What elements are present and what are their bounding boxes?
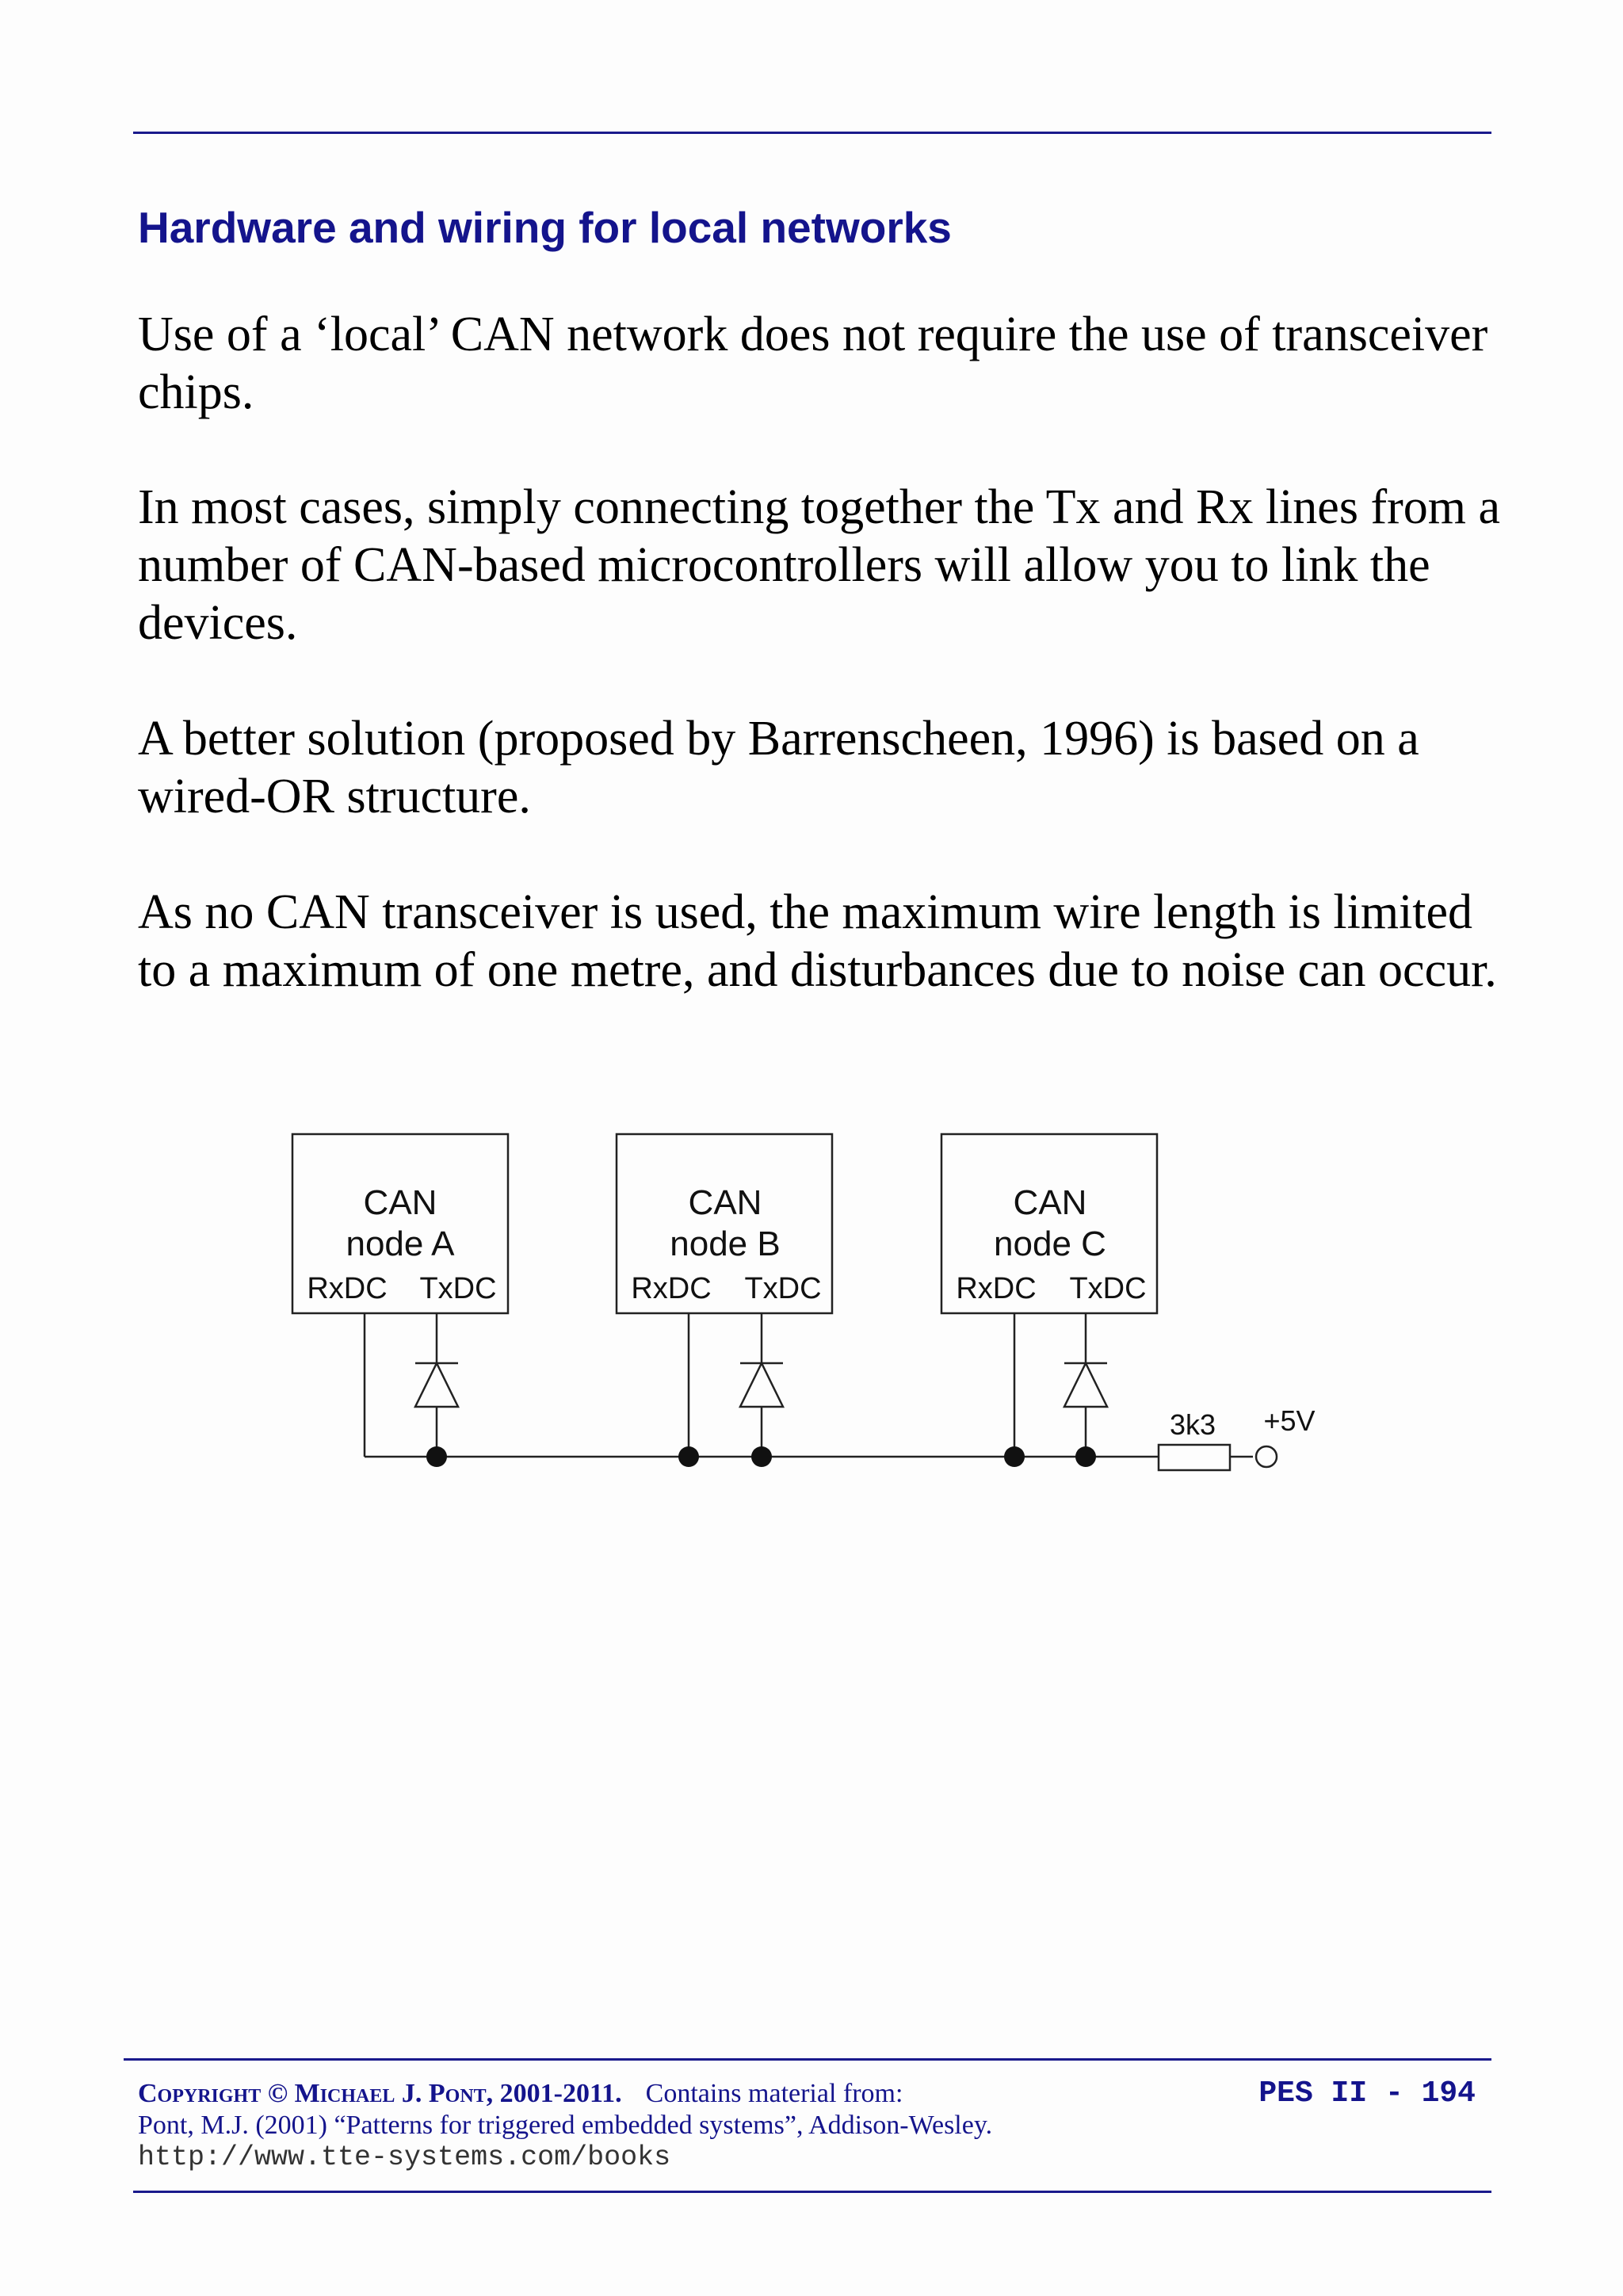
footer-url: http://www.tte-systems.com/books xyxy=(138,2141,671,2173)
header-rule xyxy=(133,132,1491,134)
node-a-title: CAN xyxy=(364,1183,437,1222)
diode-a-icon xyxy=(413,1361,460,1408)
resistor-label: 3k3 xyxy=(1170,1408,1216,1441)
paragraph-2: In most cases, simply connecting togethe… xyxy=(138,480,1500,650)
footer-citation: Pont, M.J. (2001) “Patterns for triggere… xyxy=(138,2111,993,2140)
supply-label: +5V xyxy=(1263,1404,1315,1437)
diode-c-icon xyxy=(1062,1361,1109,1408)
supply-terminal-icon xyxy=(1254,1445,1278,1469)
junction-dots xyxy=(426,1446,1096,1467)
node-b-rx-label: RxDC xyxy=(631,1272,711,1305)
resistor-icon xyxy=(1157,1443,1232,1472)
page-number: PES II - 194 xyxy=(1258,2076,1476,2111)
node-c-box xyxy=(940,1133,1159,1315)
node-c-tx-label: TxDC xyxy=(1069,1272,1146,1305)
footer-line-1: Copyright © Michael J. Pont, 2001-2011. C… xyxy=(138,2078,903,2110)
node-c-name: node C xyxy=(994,1224,1106,1263)
node-a-box xyxy=(291,1133,510,1315)
node-c-rx-label: RxDC xyxy=(956,1272,1036,1305)
node-b-box xyxy=(615,1133,834,1315)
node-a-name: node A xyxy=(346,1224,455,1263)
paragraph-1: Use of a ‘local’ CAN network does not re… xyxy=(138,308,1488,419)
copyright-notice: Copyright © Michael J. Pont, 2001-2011. xyxy=(138,2079,622,2108)
node-b-name: node B xyxy=(670,1224,780,1263)
node-b-tx-label: TxDC xyxy=(744,1272,821,1305)
section-heading: Hardware and wiring for local networks xyxy=(138,203,952,252)
node-c-title: CAN xyxy=(1014,1183,1087,1222)
diode-b-icon xyxy=(738,1361,785,1408)
node-b-title: CAN xyxy=(689,1183,762,1222)
node-a-tx-label: TxDC xyxy=(419,1272,496,1305)
paragraph-4: As no CAN transceiver is used, the maxim… xyxy=(138,885,1497,997)
contains-note: Contains material from: xyxy=(645,2079,903,2108)
paragraph-3: A better solution (proposed by Barrensch… xyxy=(138,712,1419,823)
node-a-rx-label: RxDC xyxy=(307,1272,387,1305)
footer-rule-bottom xyxy=(133,2191,1491,2193)
footer-rule-top xyxy=(124,2058,1491,2061)
